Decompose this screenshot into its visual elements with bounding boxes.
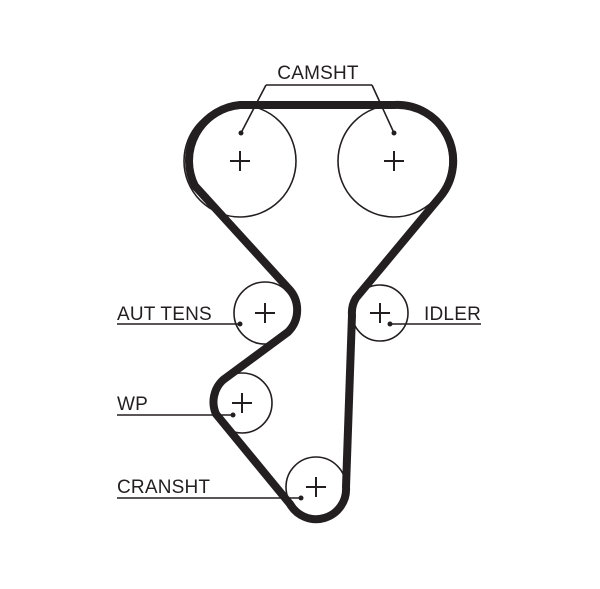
tensioner-label: AUT TENS <box>117 304 212 325</box>
camshaft-label: CAMSHT <box>277 63 359 84</box>
camshaft-leader <box>238 84 397 136</box>
idler-label: IDLER <box>424 304 481 325</box>
tensioner-leader <box>117 321 243 327</box>
water-pump-leader <box>117 412 236 418</box>
camshaft-right-center-cross <box>384 151 404 171</box>
timing-belt <box>185 100 458 524</box>
water-pump-center-cross <box>232 393 252 413</box>
crankshaft-leader <box>117 495 304 501</box>
tensioner-center-cross <box>255 303 275 323</box>
water-pump-label: WP <box>117 394 148 415</box>
camshaft-left-center-cross <box>230 151 250 171</box>
crankshaft-center-cross <box>306 477 326 497</box>
idler-center-cross <box>370 303 390 323</box>
crankshaft-label: CRANSHT <box>117 477 210 498</box>
idler-leader <box>387 321 481 327</box>
